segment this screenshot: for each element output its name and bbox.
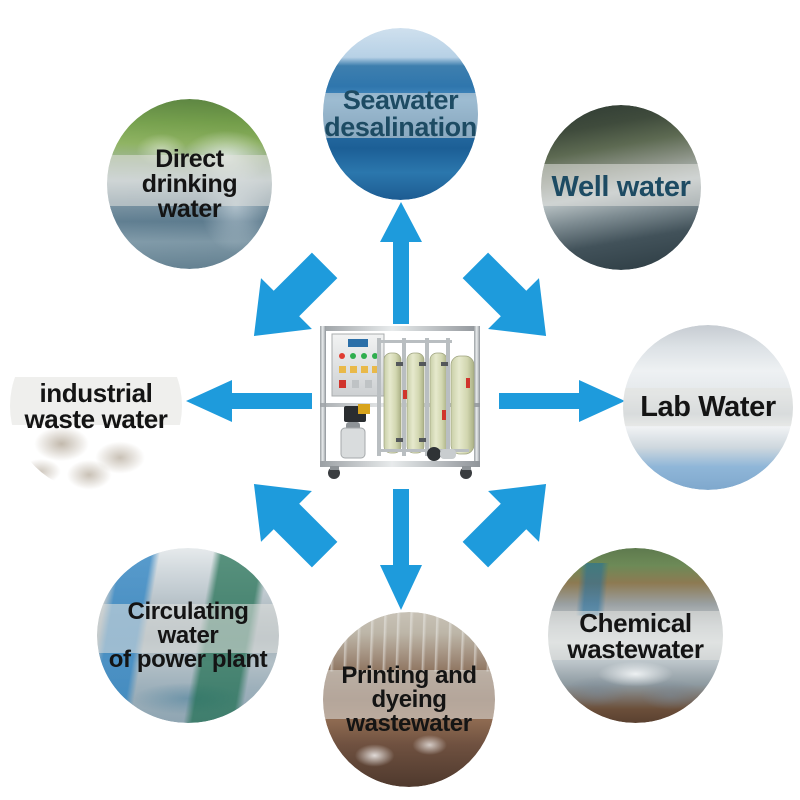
arrow-up-left <box>230 245 350 355</box>
arrow-down-right <box>450 465 570 575</box>
caption-band <box>10 376 182 425</box>
caption-band <box>323 93 478 139</box>
caption-band <box>107 155 272 207</box>
arrow-down <box>378 487 424 612</box>
arrow-down-left <box>230 465 350 575</box>
water-treatment-machine[interactable] <box>310 318 490 483</box>
node-label-chemical-wastewater: Chemical wastewater <box>567 607 704 664</box>
node-lab-water[interactable]: Lab Water <box>623 325 793 490</box>
node-label-industrial-waste-water: industrial waste water <box>24 378 168 434</box>
node-chemical-wastewater[interactable]: Chemical wastewater <box>548 548 723 723</box>
node-label-seawater-desalination: Seawater desalination <box>324 85 477 142</box>
node-label-circulating-water-of-power-plant: Circulating water of power plant <box>108 597 268 673</box>
caption-band <box>97 604 279 653</box>
caption-band <box>541 164 701 206</box>
caption-band <box>548 611 723 660</box>
node-well-water[interactable]: Well water <box>541 105 701 270</box>
caption-band <box>323 669 495 719</box>
arrow-right <box>497 378 627 424</box>
node-label-lab-water: Lab Water <box>640 391 776 423</box>
node-direct-drinking-water[interactable]: Direct drinking water <box>107 99 272 269</box>
node-seawater-desalination[interactable]: Seawater desalination <box>323 28 478 200</box>
node-label-well-water: Well water <box>551 171 691 203</box>
arrow-left <box>184 378 314 424</box>
caption-band <box>623 387 793 426</box>
node-label-direct-drinking-water: Direct drinking water <box>141 144 238 223</box>
node-industrial-waste-water[interactable]: industrial waste water <box>10 320 182 492</box>
node-circulating-water-of-power-plant[interactable]: Circulating water of power plant <box>97 548 279 723</box>
arrow-up-right <box>450 245 570 355</box>
node-label-printing-and-dyeing-wastewater: Printing and dyeing wastewater <box>341 661 477 737</box>
node-printing-and-dyeing-wastewater[interactable]: Printing and dyeing wastewater <box>323 612 495 787</box>
arrow-up <box>378 200 424 325</box>
